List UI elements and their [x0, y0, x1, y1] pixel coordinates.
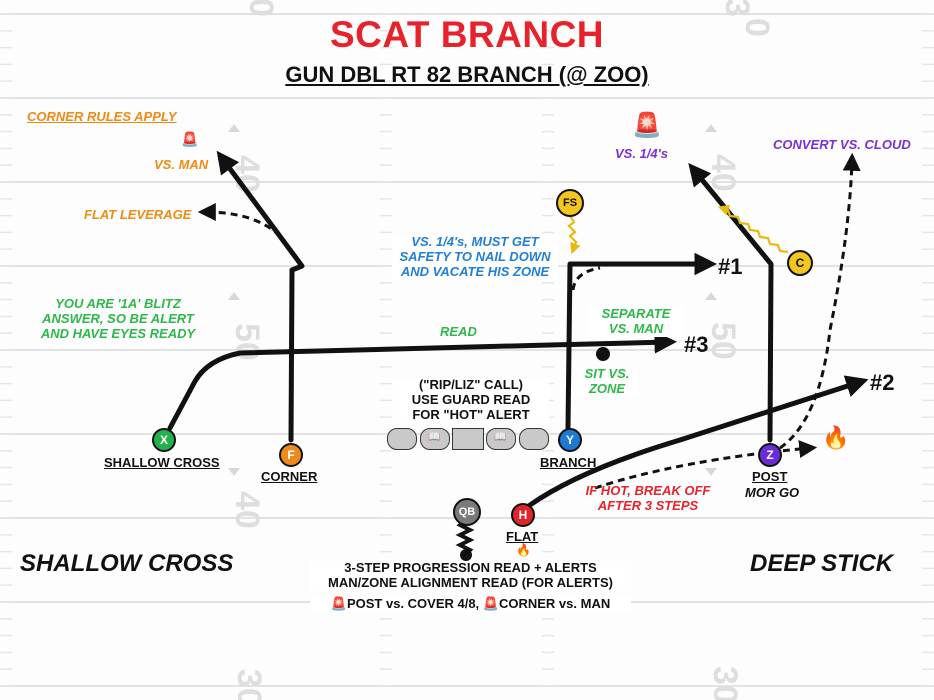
sit-zone-note: SIT VS. ZONE — [576, 366, 638, 397]
player-qb: QB — [453, 498, 481, 526]
vs-man-left-note: VS. MAN — [154, 157, 209, 172]
convert-cloud-note: CONVERT VS. CLOUD — [773, 137, 911, 152]
blitz-answer-note: YOU ARE '1A' BLITZ ANSWER, SO BE ALERT A… — [40, 296, 196, 341]
x-route-label: SHALLOW CROSS — [104, 455, 220, 470]
yard-number: 0 — [738, 18, 776, 37]
defender-fs: FS — [556, 189, 584, 217]
alert-post: POST vs. COVER 4/8, — [346, 596, 480, 611]
yard-number: 40 — [228, 491, 266, 529]
f-flat-option-route — [197, 203, 282, 238]
h-hot-route — [594, 440, 818, 490]
player-z: Z — [758, 443, 782, 467]
z-post-route — [688, 163, 774, 443]
z-route-label-bottom: MOR GO — [745, 485, 800, 500]
fire-icon: 🔥 — [516, 543, 531, 557]
route-number-1: #1 — [718, 254, 743, 279]
y-nail-down-route — [571, 266, 601, 291]
read-note: READ — [440, 324, 477, 339]
yard-number: 30 — [230, 669, 268, 700]
flat-leverage-note: FLAT LEVERAGE — [84, 207, 192, 222]
right-concept-label: DEEP STICK — [750, 550, 894, 577]
yard-number: 30 — [706, 666, 744, 700]
book-icon: 📖 — [494, 432, 507, 443]
h-flat-route — [527, 375, 869, 508]
yard-number: 0 — [242, 0, 280, 17]
hash-marks — [0, 13, 934, 687]
sit-point — [596, 347, 610, 361]
center-lineman — [452, 428, 484, 450]
corner-rules-note: CORNER RULES APPLY — [27, 109, 177, 124]
qb-drop-point — [460, 549, 472, 561]
hot-break-note: IF HOT, BREAK OFF AFTER 3 STEPS — [585, 483, 711, 513]
x-shallow-cross-route — [167, 331, 677, 431]
route-number-3: #3 — [684, 332, 709, 357]
qb-drop-zigzag — [455, 518, 475, 557]
play-subtitle: GUN DBL RT 82 BRANCH (@ ZOO) — [285, 62, 649, 87]
right-guard: 📖 — [486, 428, 516, 450]
left-tackle — [387, 428, 417, 450]
fs-read-arrow — [567, 215, 581, 255]
yard-number: 3 — [718, 0, 756, 17]
siren-icon: 🚨 — [181, 131, 199, 147]
yard-direction-arrows — [228, 124, 717, 476]
progression-note: 3-STEP PROGRESSION READ + ALERTS MAN/ZON… — [310, 560, 631, 591]
safety-note: VS. 1/4's, MUST GET SAFETY TO NAIL DOWN … — [392, 234, 558, 280]
player-f: F — [279, 443, 303, 467]
f-route-label: CORNER — [261, 469, 318, 484]
right-tackle — [519, 428, 549, 450]
player-y: Y — [558, 428, 582, 452]
f-corner-route — [216, 150, 305, 443]
player-x: X — [152, 428, 176, 452]
yard-number: 50 — [704, 322, 742, 360]
vs-quarters-note: VS. 1/4's — [615, 146, 668, 161]
route-number-2: #2 — [870, 370, 895, 395]
separate-man-note: SEPARATE VS. MAN — [588, 306, 684, 337]
alert-corner: CORNER vs. MAN — [498, 596, 611, 611]
z-route-label-top: POST — [752, 469, 788, 484]
left-concept-label: SHALLOW CROSS — [20, 550, 234, 577]
y-route-label: BRANCH — [540, 455, 597, 470]
left-guard: 📖 — [420, 428, 450, 450]
play-title: SCAT BRANCH — [329, 14, 605, 55]
siren-icon: 🚨 — [330, 596, 347, 611]
fire-icon: 🔥 — [822, 425, 850, 450]
siren-icon: 🚨 — [482, 596, 499, 611]
alerts-line: 🚨POST vs. COVER 4/8, 🚨CORNER vs. MAN — [310, 596, 631, 612]
y-branch-route — [565, 252, 717, 431]
book-icon: 📖 — [428, 432, 441, 443]
h-route-label: FLAT — [506, 529, 539, 544]
c-read-arrow — [717, 204, 789, 254]
player-h: H — [511, 503, 535, 527]
guard-read-note: ("RIP/LIZ" CALL) USE GUARD READ FOR "HOT… — [393, 377, 549, 423]
defender-c: C — [787, 250, 813, 276]
siren-icon: 🚨 — [632, 112, 662, 139]
